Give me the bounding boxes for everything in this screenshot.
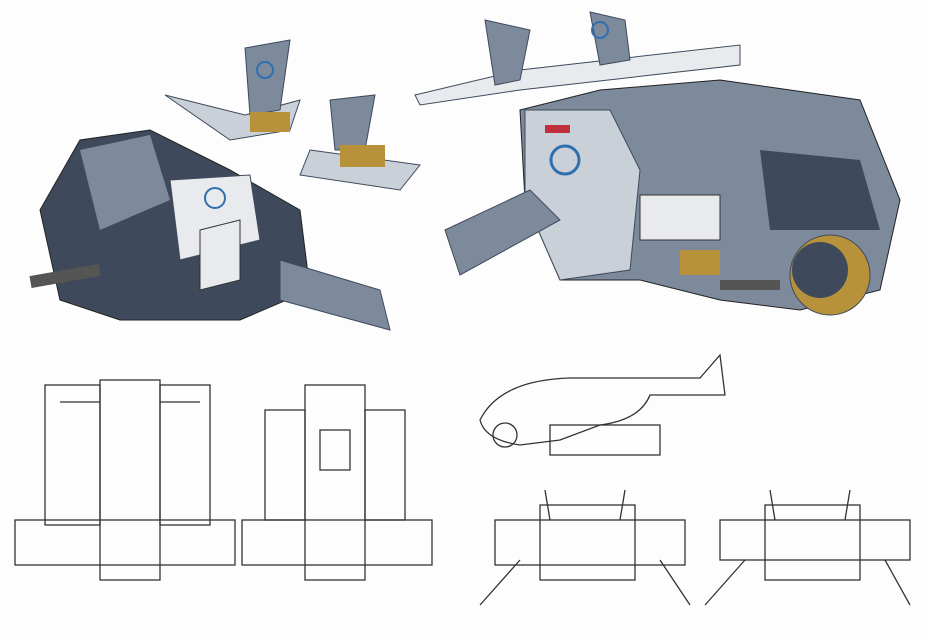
line-drawings [14,353,911,606]
line-drawing-front-view [479,489,691,606]
color-render-front [29,39,421,331]
line-drawing-side-view [479,353,726,456]
line-drawing-top-view [14,379,236,581]
color-render-rear [414,11,901,316]
line-drawing-bottom-view [241,384,433,581]
line-drawing-rear-view [704,489,911,606]
